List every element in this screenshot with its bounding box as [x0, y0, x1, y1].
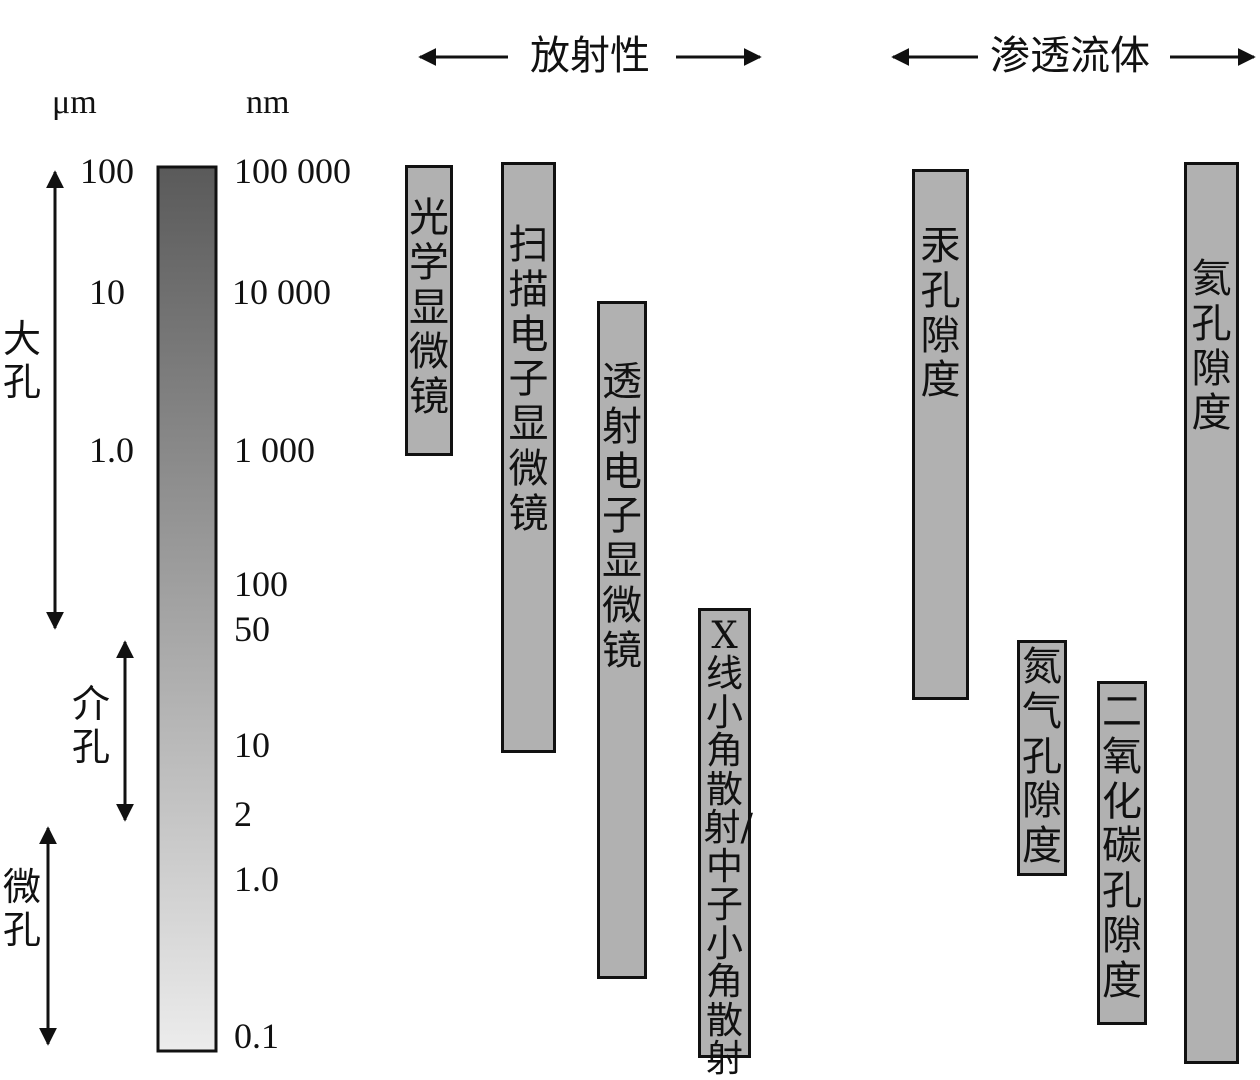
- nm-tick-0-1: 0.1: [234, 1016, 279, 1056]
- radiation-group-title: 放射性: [530, 33, 650, 79]
- micropore-label: 微孔: [2, 865, 41, 952]
- method-bar-sem: 扫描电子显微镜: [501, 162, 556, 753]
- pore-size-scale-bar: [156, 165, 218, 1053]
- method-bar-co2-porosimetry: 二氧化碳孔隙度: [1097, 681, 1147, 1025]
- method-bar-mercury-porosimetry: 汞孔隙度: [912, 169, 969, 700]
- method-label: 扫描电子显微镜: [508, 222, 549, 537]
- um-tick-100: 100: [80, 151, 134, 191]
- nm-tick-10: 10: [234, 725, 270, 765]
- method-bar-saxs-sans: X线小角散射/中子小角散射: [698, 608, 753, 1078]
- nm-tick-100: 100: [234, 564, 288, 604]
- method-bar-nitrogen-porosimetry: 氮气孔隙度: [1017, 640, 1067, 876]
- nm-tick-100000: 100 000: [234, 151, 351, 191]
- unit-nm-label: nm: [246, 84, 290, 121]
- method-label: 氮气孔隙度: [1022, 644, 1062, 870]
- method-label: 氦孔隙度: [1191, 256, 1232, 437]
- unit-um-label: μm: [52, 84, 97, 121]
- nm-tick-1000: 1 000: [234, 430, 315, 470]
- method-label: 光学显微镜: [409, 195, 449, 421]
- nm-tick-2: 2: [234, 794, 252, 834]
- macropore-label: 大孔: [2, 317, 41, 404]
- um-tick-10: 10: [89, 272, 125, 312]
- method-bar-helium-porosimetry: 氦孔隙度: [1184, 162, 1239, 1064]
- method-label: 透射电子显微镜: [602, 359, 642, 674]
- fluid-group-title: 渗透流体: [990, 33, 1150, 79]
- method-label: X线小角散射/中子小角散射: [703, 614, 753, 1080]
- method-label: 二氧化碳孔隙度: [1102, 689, 1142, 1004]
- nm-tick-10000: 10 000: [232, 272, 331, 312]
- nm-tick-1: 1.0: [234, 859, 279, 899]
- method-bar-optical-microscope: 光学显微镜: [405, 165, 453, 456]
- method-label: 汞孔隙度: [920, 223, 961, 404]
- nm-tick-50: 50: [234, 609, 270, 649]
- method-bar-tem: 透射电子显微镜: [597, 301, 647, 979]
- mesopore-label: 介孔: [71, 682, 110, 769]
- um-tick-1: 1.0: [89, 430, 134, 470]
